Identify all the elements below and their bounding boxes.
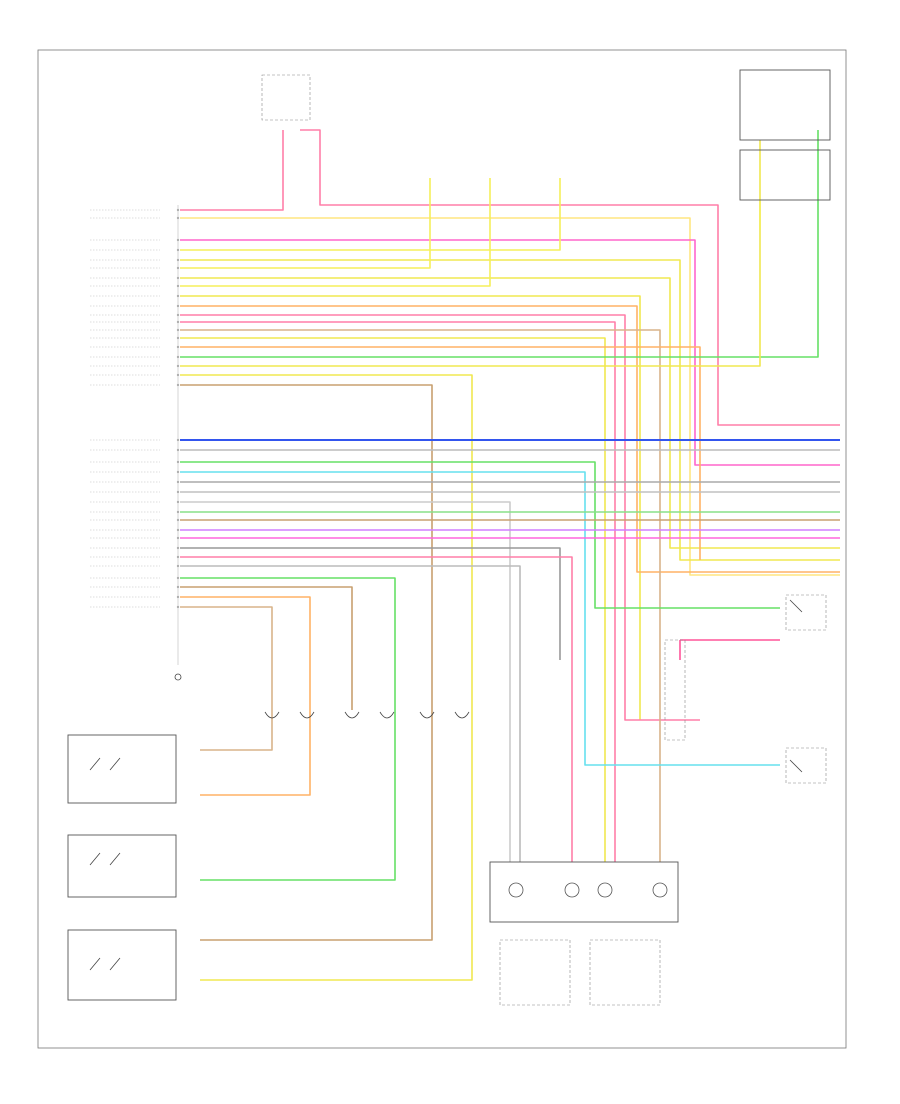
wire-green-2 [180, 461, 780, 609]
bottom-module [489, 639, 686, 1006]
wire-brown-1 [180, 329, 661, 862]
connector-pin [176, 304, 180, 308]
wire-green-4 [180, 577, 396, 881]
connector-pin [176, 336, 180, 340]
lower-switch-box-right [589, 939, 661, 1006]
wire-yellow-5 [180, 277, 840, 549]
sensor-block-top-right [739, 149, 831, 201]
inline-connectors [264, 711, 470, 719]
connector-pin [176, 248, 180, 252]
connector-pin [176, 460, 180, 464]
wire-pink-ignition-b [300, 129, 840, 426]
wire-orange-3 [180, 596, 311, 796]
connector-pin [176, 208, 180, 212]
module-block-top-right [739, 69, 831, 141]
connector-pin [176, 364, 180, 368]
connector-pin [176, 595, 180, 599]
wire-gray-6 [180, 565, 521, 862]
connector-pin [176, 313, 180, 317]
wire-pink-5 [180, 556, 573, 862]
connector-pin [176, 518, 180, 522]
connector-pin [176, 345, 180, 349]
wire-yellow-7 [180, 295, 641, 720]
wire-brown-4 [180, 586, 353, 710]
connector-pin [176, 585, 180, 589]
wire-pink-deploy [180, 239, 840, 466]
wire-green-1 [180, 165, 819, 358]
wire-gray-5 [180, 547, 561, 660]
wire-gray-4 [180, 501, 511, 862]
wire-yellow-8 [180, 337, 606, 862]
connector-pin [176, 564, 180, 568]
wire-yellow-9 [180, 140, 761, 367]
wire-brown-2 [180, 384, 433, 941]
wire-cyan-1 [180, 471, 780, 766]
connector-pin [176, 216, 180, 220]
right-switches [785, 594, 827, 784]
wire-yellow-6 [180, 178, 491, 287]
connector-pin [176, 373, 180, 377]
connector-pin [176, 320, 180, 324]
lower-switch-box-left [499, 939, 571, 1006]
connector-pin [176, 438, 180, 442]
wire-orange-2 [180, 346, 701, 560]
connector-pin [176, 480, 180, 484]
wire-yellow-4 [180, 178, 431, 269]
wire-yellow-10 [180, 374, 473, 981]
wire-group [180, 129, 840, 981]
connector-pin [176, 266, 180, 270]
connector-pin [176, 576, 180, 580]
connector-pin [176, 294, 180, 298]
wire-yellow-2 [180, 178, 561, 251]
connector-pin [176, 470, 180, 474]
deploy-module-box [489, 861, 679, 923]
connector-pin [176, 528, 180, 532]
wire-pink-ignition [180, 130, 284, 211]
connector-pin [176, 536, 180, 540]
connector-pin [176, 383, 180, 387]
left-sensor-box-2 [67, 834, 177, 898]
wire-pink-3 [180, 321, 616, 862]
diagram-frame [37, 49, 847, 1049]
wire-yellow-1 [180, 217, 840, 576]
connector-pin [176, 490, 180, 494]
connector-pin [176, 555, 180, 559]
left-sensor-boxes [67, 734, 177, 1001]
left-sensor-box-1 [67, 734, 177, 804]
left-sensor-box-3 [67, 929, 177, 1001]
connector-pin [176, 546, 180, 550]
connector-pin [176, 448, 180, 452]
pin-label-ticks [90, 208, 180, 609]
connector-pin [176, 500, 180, 504]
wire-pink-2 [180, 314, 700, 721]
connector-pin [176, 258, 180, 262]
connector-pin [176, 238, 180, 242]
wire-brown-5 [180, 606, 273, 751]
connector-pin [176, 276, 180, 280]
top-device-blocks [261, 69, 831, 201]
inline-connector-right [664, 639, 686, 741]
fuse-block [261, 74, 311, 121]
connector-pin [176, 605, 180, 609]
connector-pin [176, 328, 180, 332]
ground-symbol [174, 673, 182, 681]
connector-pin [176, 510, 180, 514]
connector-pin [176, 355, 180, 359]
connector-pin [176, 284, 180, 288]
